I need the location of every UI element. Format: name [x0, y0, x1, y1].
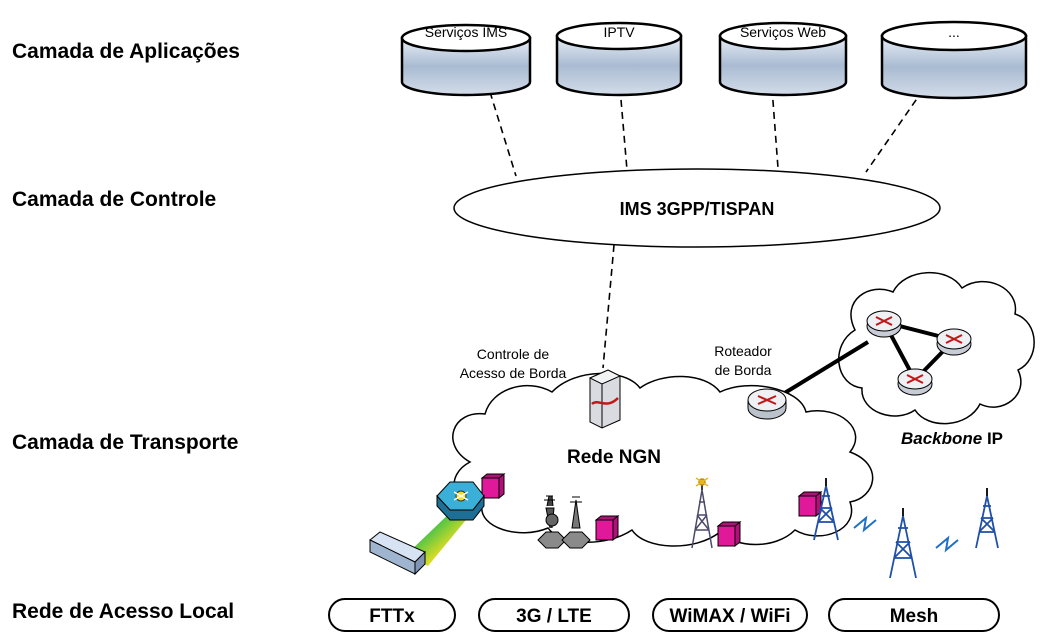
access-node-fttx	[480, 472, 506, 500]
layer-label-applications: Camada de Aplicações	[12, 40, 240, 63]
connector-ims-to-access-control	[602, 244, 615, 369]
connector-more	[865, 89, 924, 173]
access-node-mesh	[797, 490, 823, 518]
ims-core-ellipse	[453, 168, 941, 248]
wireless-signal-icons	[853, 515, 959, 553]
access-node-wimax	[716, 520, 742, 548]
access-control-caption-line-2: Acesso de Borda	[459, 365, 567, 381]
backbone-router-2	[936, 328, 972, 356]
ims-core-label: IMS 3GPP/TISPAN	[620, 199, 775, 219]
layer-label-control: Camada de Controle	[12, 188, 217, 211]
ngn-cloud	[452, 372, 874, 547]
cell-tower-3g	[537, 495, 591, 549]
backbone-cloud	[838, 272, 1035, 425]
edge-router-caption-line-2: de Borda	[714, 362, 772, 378]
access-control-caption-line-1: Controle de	[476, 346, 550, 362]
edge-backbone-link	[781, 340, 870, 396]
ngn-cloud-label: Rede NGN	[567, 447, 661, 468]
service-label-web: Serviços Web	[739, 24, 827, 40]
layer-label-access: Rede de Acesso Local	[12, 600, 235, 623]
wimax-tower	[691, 477, 713, 549]
access-control-caption: Controle de Acesso de Borda	[448, 345, 578, 383]
connector-iptv	[619, 87, 628, 171]
optical-switch	[436, 481, 485, 521]
drum-ims-services	[400, 23, 532, 97]
backbone-router-3	[897, 368, 933, 396]
service-label-more: ...	[948, 24, 960, 40]
layer-label-transport: Camada de Transporte	[12, 431, 239, 454]
drum-more	[880, 20, 1028, 100]
ont-device	[369, 531, 426, 576]
drum-iptv	[555, 21, 683, 97]
service-connectors	[489, 87, 924, 369]
service-label-iptv: IPTV	[603, 24, 635, 40]
edge-router-caption-line-1: Roteador	[714, 343, 772, 359]
connector-web-services	[771, 87, 779, 169]
edge-router	[747, 388, 787, 420]
access-pill-mesh: Mesh	[828, 598, 1000, 632]
connector-ims-services	[489, 91, 517, 177]
access-node-3g	[594, 514, 620, 542]
edge-router-caption: Roteador de Borda	[698, 342, 788, 380]
service-label-ims: Serviços IMS	[424, 24, 508, 40]
access-pill-fttx: FTTx	[328, 598, 456, 632]
access-control-server	[588, 369, 622, 429]
mesh-towers	[813, 478, 999, 579]
backbone-label: Backbone IP	[901, 429, 1003, 448]
drum-web-services	[718, 21, 848, 97]
backbone-router-1	[866, 310, 902, 338]
access-pill-wimax-wifi: WiMAX / WiFi	[652, 598, 808, 632]
access-pill-3g-lte: 3G / LTE	[478, 598, 630, 632]
